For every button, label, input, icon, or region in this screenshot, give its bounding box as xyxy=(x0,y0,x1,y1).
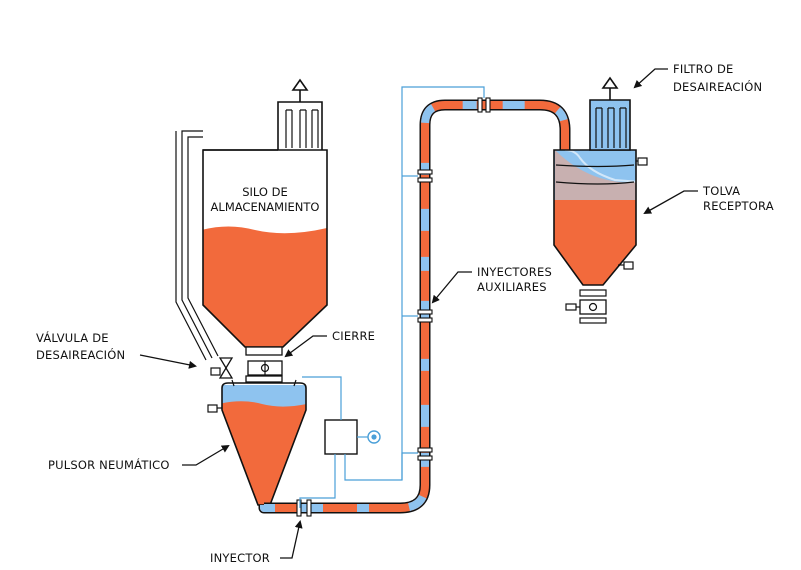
pneumatic-pulsor xyxy=(207,379,307,506)
inyectores-label-line1: INYECTORES xyxy=(477,265,552,279)
tolva-label-line1: TOLVA xyxy=(702,184,740,198)
label-valvula: VÁLVULA DE DESAIREACIÓN xyxy=(36,330,197,369)
silo-label-line1: SILO DE xyxy=(242,185,288,199)
injector xyxy=(296,499,312,517)
label-pulsor: PULSOR NEUMÁTICO xyxy=(48,444,230,472)
label-filtro: FILTRO DE DESAIREACIÓN xyxy=(633,62,762,94)
hopper-filter xyxy=(589,76,631,151)
label-inyectores: INYECTORES AUXILIARES xyxy=(431,265,552,304)
hopper-discharge-valve xyxy=(565,289,607,324)
cierre-label: CIERRE xyxy=(332,329,375,343)
silo-label-line2: ALMACENAMIENTO xyxy=(211,200,320,214)
tolva-label-line2: RECEPTORA xyxy=(703,199,774,213)
inyector-label: INYECTOR xyxy=(210,551,270,565)
filtro-label-line2: DESAIREACIÓN xyxy=(673,79,762,94)
control-box xyxy=(324,419,358,455)
receiving-hopper xyxy=(553,76,648,324)
conveying-pipe xyxy=(258,99,571,514)
filtro-label-line1: FILTRO DE xyxy=(673,62,733,76)
valvula-label-line1: VÁLVULA DE xyxy=(36,330,109,345)
pulsor-label: PULSOR NEUMÁTICO xyxy=(48,457,170,472)
auxiliary-injectors xyxy=(417,97,491,461)
label-inyector: INYECTOR xyxy=(210,520,303,565)
deaeration-valve xyxy=(210,357,234,379)
deaeration-vent-line xyxy=(175,130,219,361)
silo-top-filter xyxy=(277,78,323,150)
closing-valve xyxy=(245,346,283,383)
inyectores-label-line2: AUXILIARES xyxy=(477,280,547,294)
storage-silo: SILO DE ALMACENAMIENTO xyxy=(202,78,328,348)
air-control-lines xyxy=(299,86,485,508)
valvula-label-line2: DESAIREACIÓN xyxy=(36,347,125,362)
label-tolva: TOLVA RECEPTORA xyxy=(643,184,774,214)
label-cierre: CIERRE xyxy=(284,329,375,358)
